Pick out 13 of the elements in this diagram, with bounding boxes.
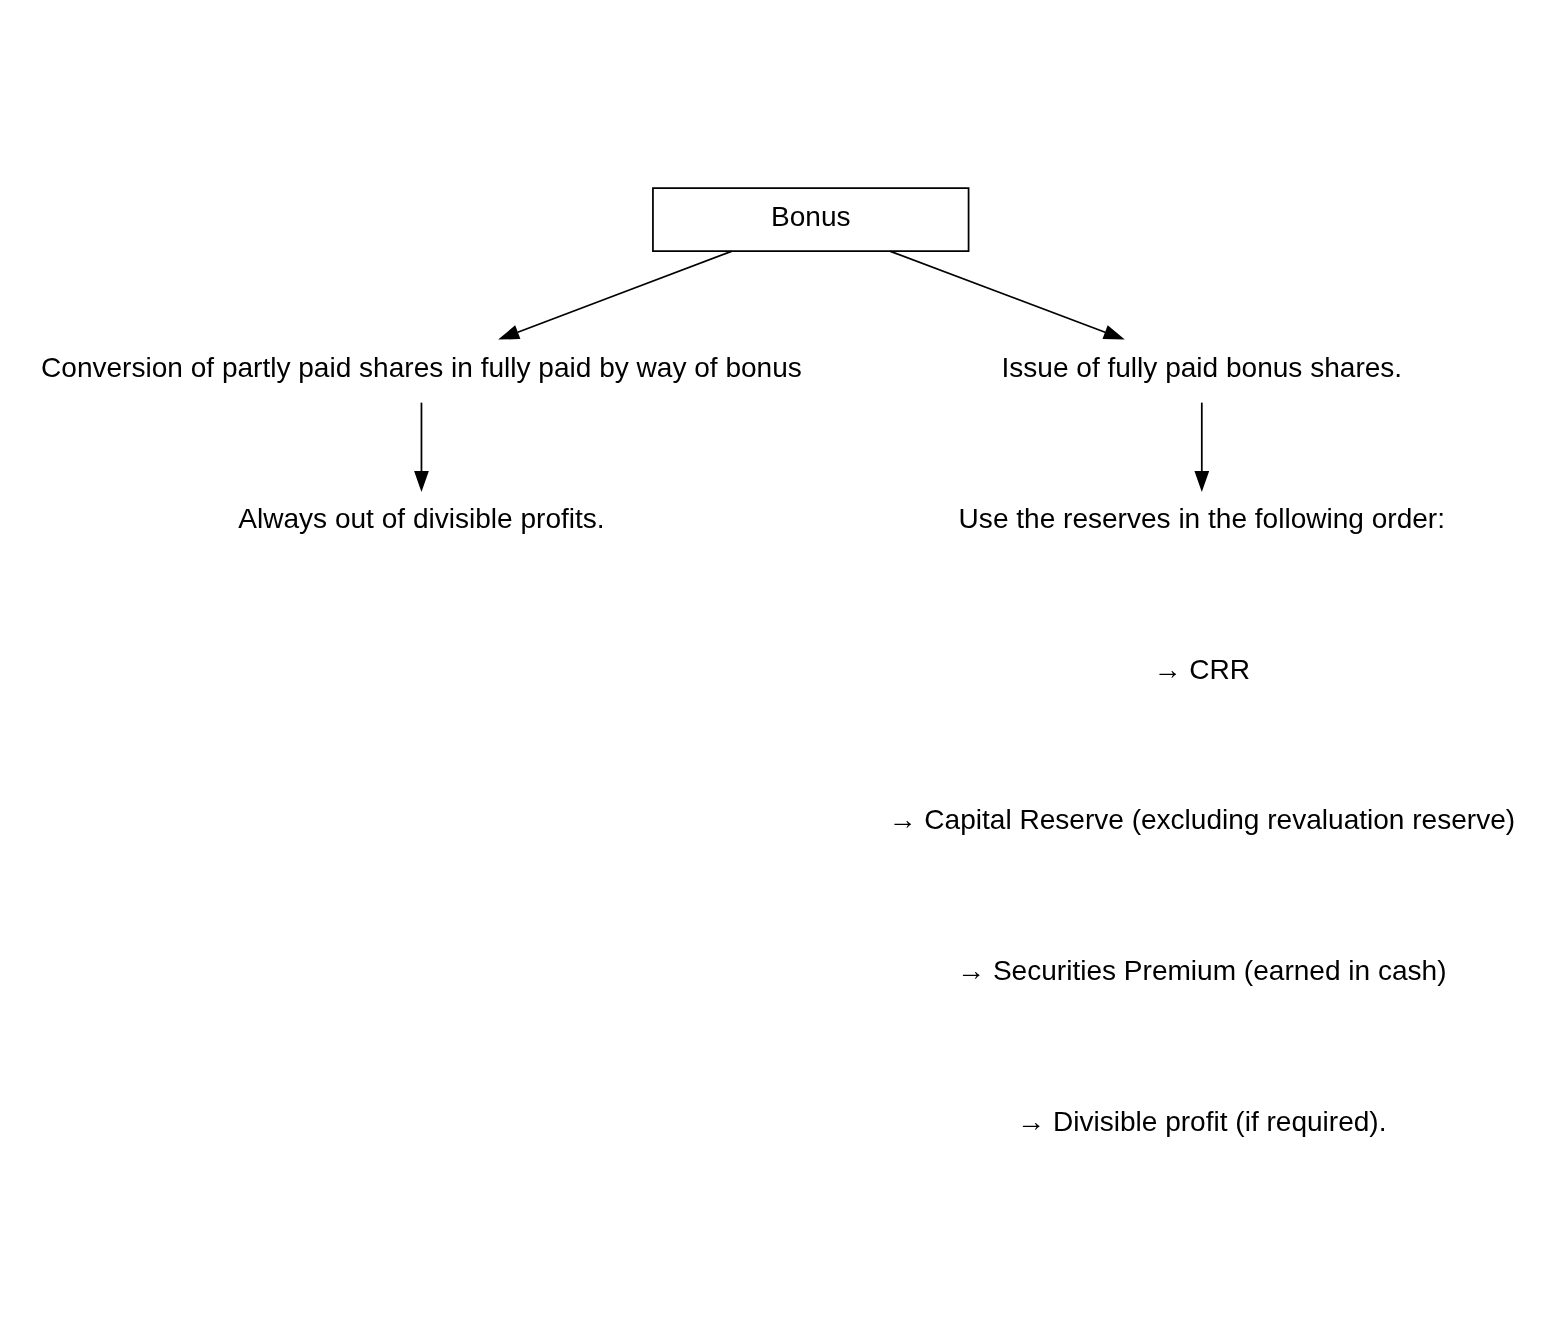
node-text: Always out of divisible profits. [238,502,605,534]
label: → Securities Premium (earned in cash) [957,954,1447,986]
label: → CRR [1153,653,1251,685]
node-text: Use the reserves in the following order: [958,502,1445,534]
arrow [889,249,1125,340]
node-text: Issue of fully paid bonus shares. [1001,351,1403,383]
arrow [1194,401,1210,492]
label: → Divisible profit (if required). [1017,1105,1387,1137]
arrow [414,401,429,492]
arrow [498,249,733,340]
label: → Capital Reserve (excluding revaluation reserve) [888,803,1516,835]
node-text: Conversion of partly paid shares in fully paid by way of bonus [41,351,802,383]
node-box: Bonus [652,186,970,252]
